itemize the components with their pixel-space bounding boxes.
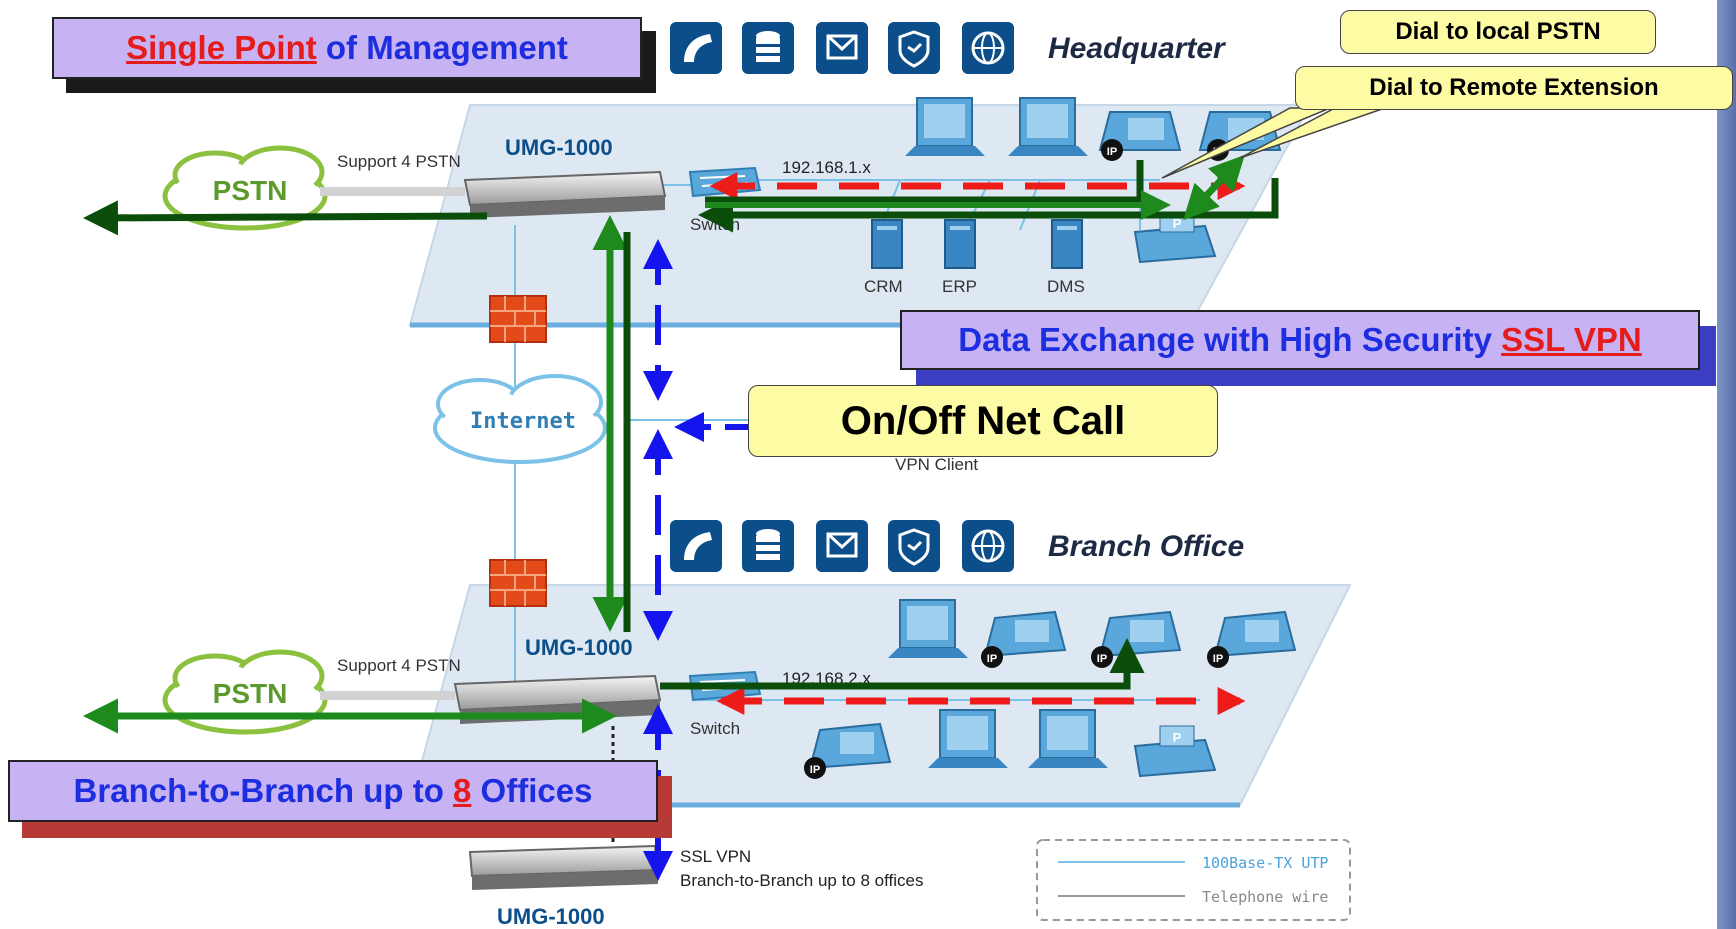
printer-badge: P [1173,730,1182,745]
umg-device-bottom [468,844,660,890]
server-dms-icon [1051,219,1083,269]
ssl-vpn-callout: Data Exchange with High Security SSL VPN [900,310,1716,386]
globe-icon [962,22,1014,74]
umg-hq-label: UMG-1000 [505,135,613,160]
legend-telephone: Telephone wire [1202,888,1328,906]
printer-icon: P [1133,211,1217,264]
pstn-cloud-branch: PSTN [162,649,328,735]
ssl-vpn-red: SSL VPN [1501,321,1642,358]
internet-cloud: Internet [433,374,607,464]
pstn-hq-label: PSTN [213,175,288,206]
branch-service-icons [670,520,1014,572]
switch-branch-label: Switch [690,719,740,738]
ip-badge: IP [1213,653,1223,665]
single-point-blue: of Management [316,29,568,66]
shield-icon [888,520,940,572]
dial-local-pstn-text: Dial to local PSTN [1395,18,1601,45]
dial-remote-extension-callout: Dial to Remote Extension [1295,66,1733,110]
support-pstn-hq: Support 4 PSTN [337,152,461,171]
mail-icon [816,22,868,74]
umg-device-hq [463,170,667,218]
branch-to-branch-callout: Branch-to-Branch up to 8 Offices [8,760,672,838]
pstn-branch-label: PSTN [213,678,288,709]
computer-icon [888,599,968,658]
ip-phone-icon: IP [1207,610,1297,668]
onoff-net-call-callout: On/Off Net Call [748,385,1218,457]
ip-badge: IP [1107,146,1117,158]
single-point-callout: Single Point of Management [52,17,656,93]
vpn-client-label: VPN Client [895,455,978,474]
computer-icon [1028,709,1108,768]
pstn-hq-cable [320,187,465,196]
computer-icon [928,709,1008,768]
ip-badge: IP [1097,653,1107,665]
ssl-vpn-blue: Data Exchange with High Security [958,321,1502,358]
single-point-red: Single Point [126,29,317,66]
internet-label: Internet [470,409,576,434]
switch-hq-icon [688,166,762,198]
branch-office-title: Branch Office [1048,530,1244,563]
phone-icon [670,22,722,74]
computer-icon [905,97,985,156]
ip-range-hq: 192.168.1.x [782,158,871,177]
ip-phone-icon: IP [804,722,892,779]
ssl-vpn-line1: SSL VPN [680,847,751,866]
legend: 100Base-TX UTP Telephone wire [1036,839,1351,921]
printer-badge: P [1173,216,1182,231]
branch-blue1: Branch-to-Branch up to [73,772,454,809]
ip-badge: IP [810,764,820,776]
branch-blue2: Offices [471,772,593,809]
pstn-branch-cable [320,691,455,700]
server-crm-icon [871,219,903,269]
dial-local-pstn-callout: Dial to local PSTN [1340,10,1656,54]
branch-red: 8 [453,772,472,809]
computer-icon [1008,97,1088,156]
shield-icon [888,22,940,74]
ip-badge: IP [987,653,997,665]
firewall-hq-icon [489,295,547,343]
ip-phone-icon: IP [981,610,1067,668]
pstn-cloud-hq: PSTN [162,145,328,231]
database-icon [742,520,794,572]
onoff-net-call-text: On/Off Net Call [840,398,1126,443]
hq-service-icons [670,22,1014,74]
mail-icon [816,520,868,572]
ssl-vpn-line2: Branch-to-Branch up to 8 offices [680,871,924,890]
support-pstn-branch: Support 4 PSTN [337,656,461,675]
server-erp-icon [944,219,976,269]
flow-arrows [83,154,1279,881]
dial-remote-extension-text: Dial to Remote Extension [1369,74,1659,101]
side-accent-bar [1717,0,1736,929]
legend-utp: 100Base-TX UTP [1202,854,1328,872]
umg-branch-label: UMG-1000 [525,635,633,660]
firewall-branch-icon [489,559,547,607]
phone-icon [670,520,722,572]
crm-label: CRM [864,277,903,296]
printer-icon: P [1133,725,1217,778]
dms-label: DMS [1047,277,1085,296]
database-icon [742,22,794,74]
umg-bottom-label: UMG-1000 [497,904,605,929]
ip-phone-icon: IP [1098,111,1182,161]
erp-label: ERP [942,277,977,296]
headquarter-title: Headquarter [1048,32,1227,65]
globe-icon [962,520,1014,572]
